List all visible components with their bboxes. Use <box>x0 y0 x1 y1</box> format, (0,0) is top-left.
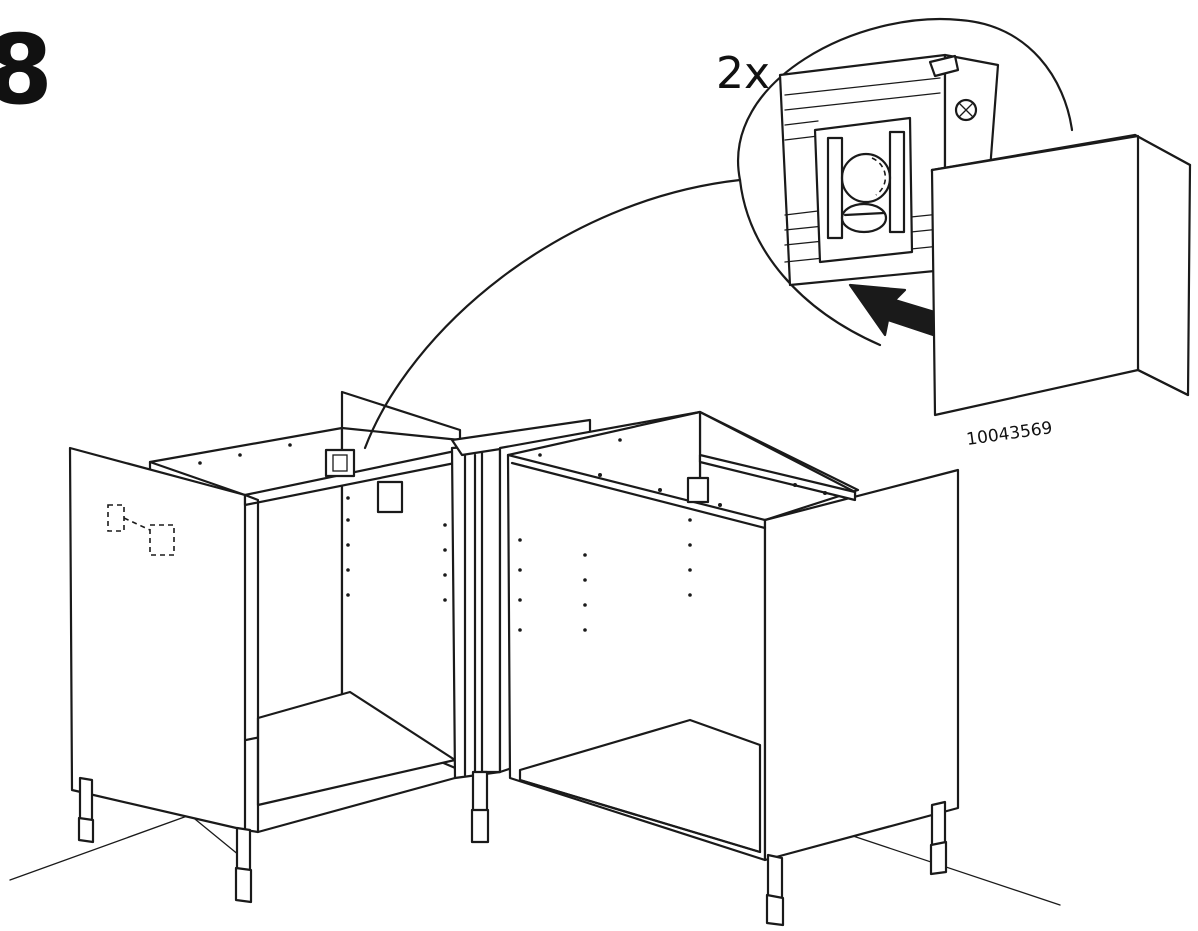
shelf-holes-right <box>518 438 827 632</box>
quantity-label: 2x <box>716 48 771 99</box>
clip-bracket <box>813 116 914 264</box>
detail-callout <box>737 17 1192 417</box>
end-cap-part <box>930 133 1192 417</box>
legs-left <box>77 776 253 904</box>
left-cabinet <box>68 390 462 904</box>
hidden-bracket-2 <box>149 524 175 556</box>
step-number: 8 <box>0 14 53 126</box>
clip-bracket-small <box>324 448 356 478</box>
rail-bracket-right <box>686 476 710 504</box>
detail-leader-line <box>363 178 742 450</box>
legs-right <box>765 800 948 927</box>
shelf-holes-left <box>198 443 447 602</box>
floor-lines <box>9 814 1061 906</box>
cam-screw <box>954 98 978 122</box>
right-cabinet <box>498 410 960 927</box>
rail-bracket <box>376 480 404 514</box>
